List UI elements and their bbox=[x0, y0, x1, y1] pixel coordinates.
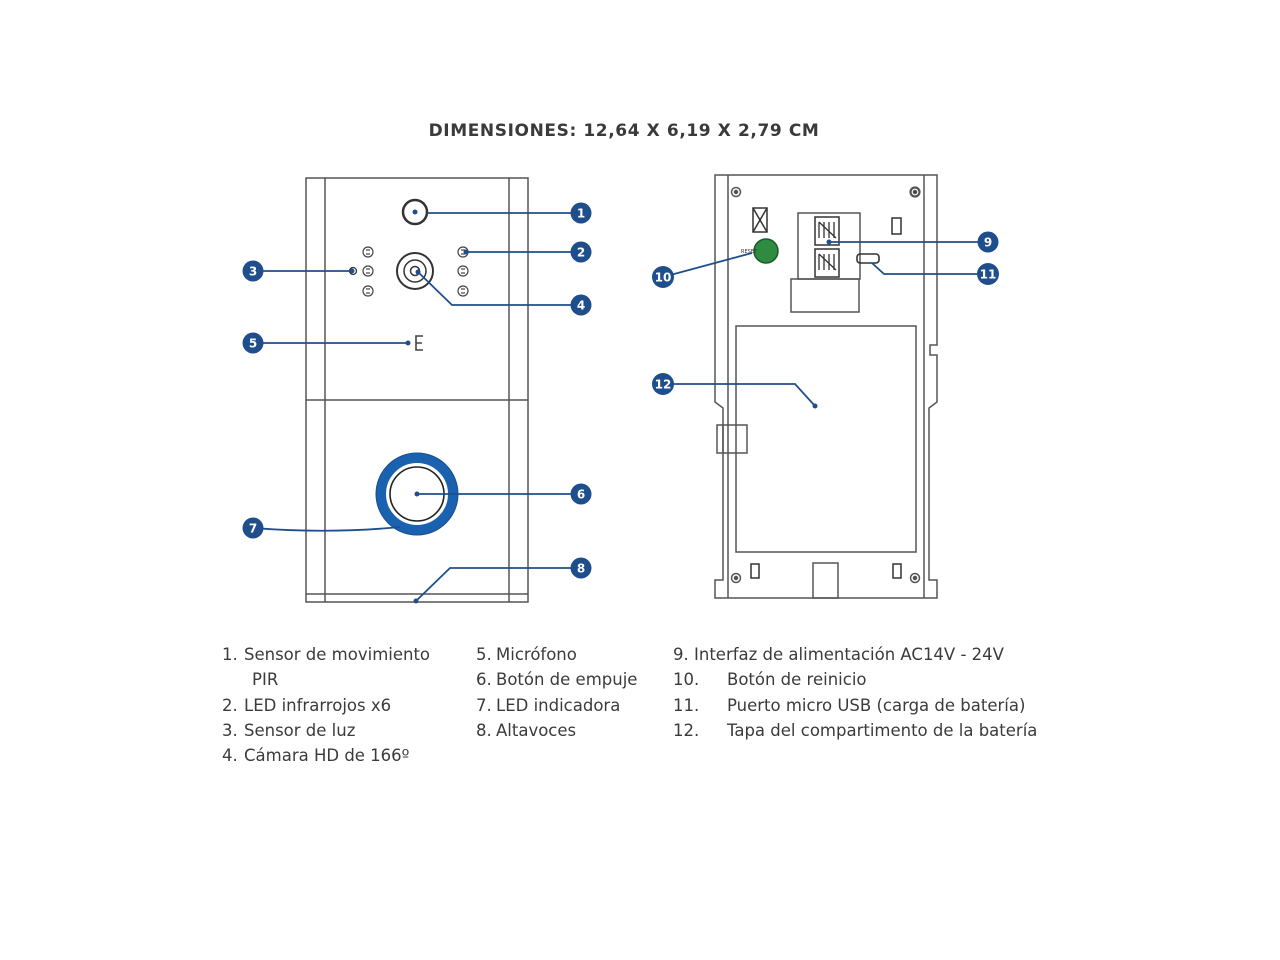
svg-text:5: 5 bbox=[249, 337, 257, 351]
callout-9: 9 bbox=[977, 231, 999, 253]
callout-5: 5 bbox=[242, 332, 264, 354]
svg-text:7: 7 bbox=[249, 522, 257, 536]
front-housing-outline bbox=[305, 177, 529, 603]
legend-item-continuation: PIR bbox=[252, 670, 279, 690]
legend-item: 1.Sensor de movimiento bbox=[222, 645, 431, 664]
callout-10: 10 bbox=[652, 266, 674, 288]
micro-usb-port-icon bbox=[856, 253, 880, 264]
svg-text:4: 4 bbox=[577, 299, 585, 313]
microphone-icon bbox=[415, 335, 423, 351]
pir-sensor-icon bbox=[401, 198, 429, 226]
battery-cover-outline bbox=[735, 325, 917, 553]
callout-7: 7 bbox=[242, 517, 264, 539]
callout-11: 11 bbox=[977, 263, 999, 285]
svg-text:8: 8 bbox=[577, 562, 585, 576]
callout-8: 8 bbox=[570, 557, 592, 579]
svg-text:2: 2 bbox=[577, 246, 585, 260]
legend-item: 11.Puerto micro USB (carga de batería) bbox=[673, 695, 1026, 715]
svg-text:1: 1 bbox=[577, 207, 585, 221]
reset-label: RESET bbox=[741, 249, 758, 255]
dimensions-title: DIMENSIONES: 12,64 X 6,19 X 2,79 CM bbox=[428, 121, 820, 141]
legend-item: 9.Interfaz de alimentación AC14V - 24V bbox=[673, 645, 1004, 664]
svg-text:12: 12 bbox=[655, 378, 672, 392]
legend-column-2: 5.Micrófono 6.Botón de empuje 7.LED indi… bbox=[476, 642, 637, 743]
front-view bbox=[305, 177, 529, 603]
callout-4: 4 bbox=[570, 294, 592, 316]
callout-3: 3 bbox=[242, 260, 264, 282]
legend-item: 5.Micrófono bbox=[476, 645, 577, 664]
legend-item: 10.Botón de reinicio bbox=[673, 670, 867, 690]
legend-item: 4.Cámara HD de 166º bbox=[222, 746, 410, 766]
back-view bbox=[714, 174, 938, 599]
legend-item: 8.Altavoces bbox=[476, 720, 577, 740]
svg-text:9: 9 bbox=[984, 236, 992, 250]
legend-item: 12.Tapa del compartimento de la batería bbox=[673, 720, 1038, 740]
legend-item: 7.LED indicadora bbox=[476, 695, 621, 715]
callout-6: 6 bbox=[570, 483, 592, 505]
callout-2: 2 bbox=[570, 241, 592, 263]
leader-lines bbox=[252, 212, 988, 602]
callout-12: 12 bbox=[652, 373, 674, 395]
legend-column-1: 1.Sensor de movimiento PIR 2.LED infrarr… bbox=[222, 642, 430, 768]
back-housing-outline bbox=[714, 174, 938, 599]
svg-text:11: 11 bbox=[980, 268, 997, 282]
reset-button-icon bbox=[753, 238, 779, 264]
legend-item: 2.LED infrarrojos x6 bbox=[222, 695, 392, 715]
legend-item: 3.Sensor de luz bbox=[222, 720, 356, 740]
legend-item: 6.Botón de empuje bbox=[476, 670, 638, 690]
callout-1: 1 bbox=[570, 202, 592, 224]
legend-column-3: 9.Interfaz de alimentación AC14V - 24V 1… bbox=[673, 642, 1037, 743]
leader-dots bbox=[349, 209, 832, 604]
svg-text:3: 3 bbox=[249, 265, 257, 279]
camera-lens-icon bbox=[396, 252, 434, 290]
svg-text:6: 6 bbox=[577, 488, 585, 502]
svg-text:10: 10 bbox=[655, 271, 672, 285]
ir-leds-left bbox=[362, 246, 374, 297]
